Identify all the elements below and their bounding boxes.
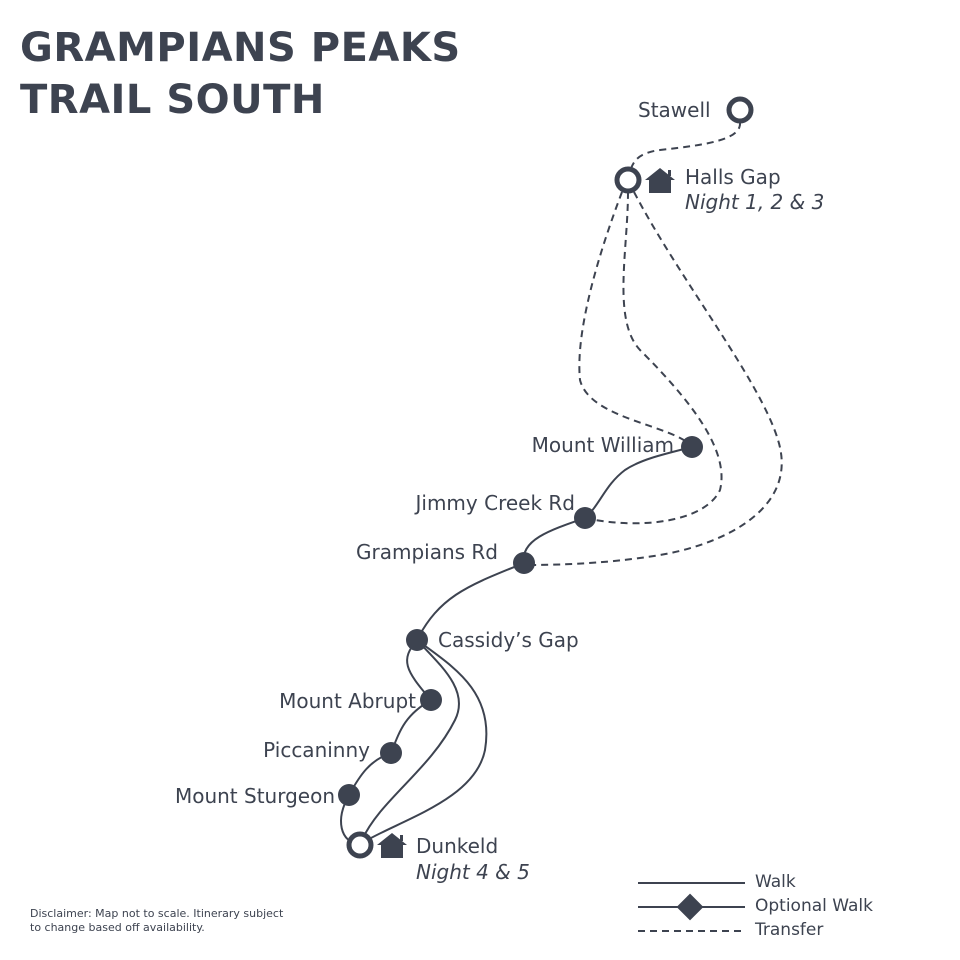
walk-loop-outer xyxy=(361,639,488,844)
legend-symbols xyxy=(638,882,745,932)
transfer-routes xyxy=(523,121,783,566)
transfer-halls-gap-grampians-rd xyxy=(523,191,783,566)
stop-jimmy-creek xyxy=(574,507,596,529)
walk-segment xyxy=(522,517,586,564)
walk-loop-inner xyxy=(361,639,461,841)
towns xyxy=(346,96,754,859)
disclaimer-line-2: to change based off availability. xyxy=(30,921,205,934)
label-dunkeld: Dunkeld xyxy=(416,834,499,858)
title-line-1: GRAMPIANS PEAKS xyxy=(20,25,461,71)
town-stawell xyxy=(726,96,754,124)
label-piccaninny: Piccaninny xyxy=(263,738,370,762)
legend-optional-walk: Optional Walk xyxy=(755,896,873,916)
disclaimer-line-1: Disclaimer: Map not to scale. Itinerary … xyxy=(30,907,284,920)
label-grampians-rd: Grampians Rd xyxy=(355,540,498,564)
label-mount-abrupt: Mount Abrupt xyxy=(279,689,416,713)
diamond-icon xyxy=(676,893,704,921)
legend-transfer: Transfer xyxy=(755,920,824,940)
label-mount-sturgeon: Mount Sturgeon xyxy=(174,784,335,808)
town-halls-gap xyxy=(614,166,642,194)
legend-walk: Walk xyxy=(755,872,796,892)
stop-mount-abrupt xyxy=(420,689,442,711)
label-mount-william: Mount William xyxy=(531,433,674,457)
stop-mount-sturgeon xyxy=(338,784,360,806)
town-dunkeld xyxy=(346,831,374,859)
label-halls-gap: Halls Gap xyxy=(685,165,781,189)
stop-piccaninny xyxy=(380,742,402,764)
house-icon-dunkeld xyxy=(377,833,407,858)
disclaimer: Disclaimer: Map not to scale. Itinerary … xyxy=(30,907,283,935)
label-cassidys-gap: Cassidy’s Gap xyxy=(438,628,579,652)
label-stawell: Stawell xyxy=(638,98,711,122)
stops xyxy=(338,436,703,806)
transfer-halls-gap-mount-william xyxy=(578,191,693,448)
walk-segment xyxy=(584,446,693,519)
transfer-stawell-halls-gap xyxy=(629,121,742,173)
label-jimmy-creek: Jimmy Creek Rd xyxy=(415,491,575,515)
stop-cassidys-gap xyxy=(406,629,428,651)
label-dunkeld-night: Night 4 & 5 xyxy=(416,860,530,884)
map-title: GRAMPIANS PEAKS TRAIL SOUTH xyxy=(20,22,461,126)
label-halls-gap-night: Night 1, 2 & 3 xyxy=(685,190,825,214)
title-line-2: TRAIL SOUTH xyxy=(20,77,325,123)
transfer-halls-gap-jimmy-creek xyxy=(584,191,723,525)
walk-segment xyxy=(416,562,525,641)
stop-grampians-rd xyxy=(513,552,535,574)
house-icon-halls-gap xyxy=(645,168,675,193)
stop-mount-william xyxy=(681,436,703,458)
